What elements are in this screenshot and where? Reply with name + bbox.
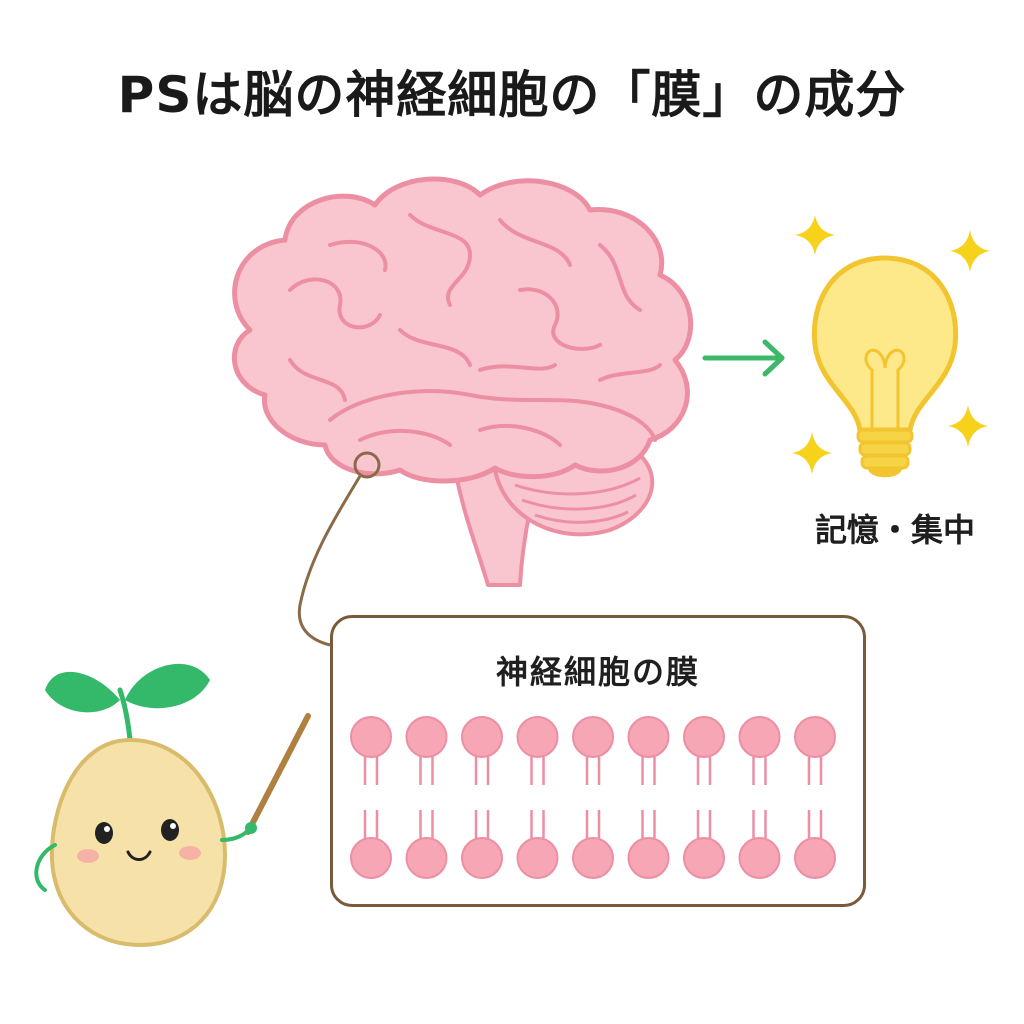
lipid-upper [794,716,836,785]
sparkle-group [792,215,990,474]
lipid-head [683,837,725,879]
lipid-head [627,716,670,758]
lipid-lower [627,810,670,879]
lipid-head [794,716,836,758]
lipid-upper [350,716,392,785]
lipid-head [405,716,448,758]
lipid-upper [738,716,781,785]
lipid-upper [572,716,614,785]
lipid-head [572,716,614,758]
lipid-head [683,716,725,758]
lipid-bilayer [350,716,836,879]
lipid-head [572,837,614,879]
lipid-lower [738,810,781,879]
lipid-head [350,716,392,758]
leaf-icon [125,663,210,709]
brain-icon [232,176,693,587]
lipid-head [350,837,392,879]
membrane-label: 神経細胞の膜 [495,653,700,691]
sparkle-icon [792,432,832,474]
arrow-icon [702,339,785,377]
page-title: PSは脳の神経細胞の「膜」の成分 [117,66,907,124]
bean-sprout-mascot [34,663,311,948]
lipid-head [738,716,781,758]
lipid-lower [516,810,559,879]
lipid-lower [350,810,392,879]
lipid-upper [405,716,448,785]
lipid-upper [627,716,670,785]
lipid-upper [461,716,503,785]
leaf-icon [45,671,120,713]
pointer-stick [245,713,311,835]
lipid-lower [683,810,725,879]
lightbulb-icon [811,255,959,478]
lipid-head [405,837,448,879]
lipid-head [738,837,781,879]
membrane-box: 神経細胞の膜 [330,615,866,907]
benefit-label: 記憶・集中 [814,511,975,549]
lipid-lower [405,810,448,879]
lipid-head [461,837,503,879]
callout-line [297,475,362,647]
sparkle-icon [950,230,990,272]
lipid-lower [461,810,503,879]
lipid-head [794,837,836,879]
lipid-lower [572,810,614,879]
sparkle-icon [795,215,835,255]
lipid-upper [516,716,559,785]
sparkle-icon [948,405,988,447]
lipid-lower [794,810,836,879]
lipid-head [516,837,559,879]
lipid-upper [683,716,725,785]
lipid-head [516,716,559,758]
lipid-head [627,837,670,879]
lipid-head [461,716,503,758]
